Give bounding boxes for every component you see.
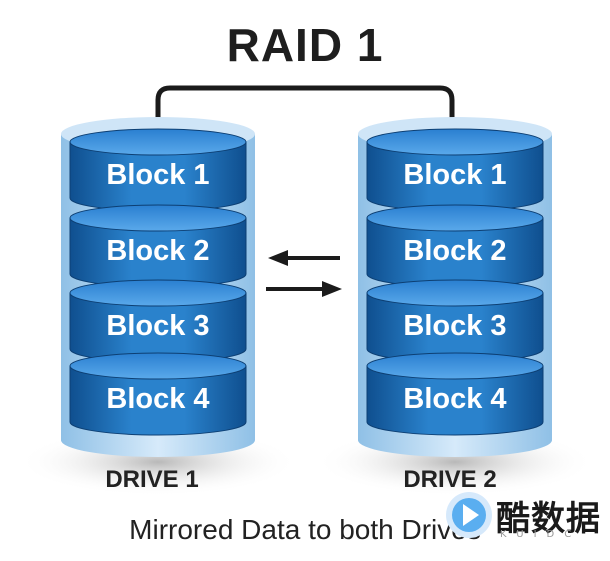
- block-segment: Block 3: [366, 279, 544, 363]
- block-segment: Block 1: [69, 128, 247, 212]
- raid-connector-line: [155, 85, 455, 143]
- block-segment: Block 4: [69, 352, 247, 436]
- page-title: RAID 1: [226, 19, 384, 71]
- block-label: Block 3: [403, 310, 506, 342]
- block-segment: Block 3: [69, 279, 247, 363]
- block-label: Block 1: [106, 159, 209, 191]
- block-label: Block 2: [403, 235, 506, 267]
- block-segment: Block 1: [366, 128, 544, 212]
- block-segment: Block 2: [69, 204, 247, 288]
- block-label: Block 2: [106, 235, 209, 267]
- watermark-logo-icon: [446, 492, 492, 538]
- block-label: Block 4: [403, 383, 506, 415]
- drive-1-cylinder: Block 1 Block 2 Block 3 Block 4: [61, 117, 255, 457]
- block-segment: Block 4: [366, 352, 544, 436]
- block-label: Block 4: [106, 383, 209, 415]
- watermark: 酷数据 KUIDC: [444, 488, 604, 548]
- drive-2-cylinder: Block 1 Block 2 Block 3 Block 4: [358, 117, 552, 457]
- drive-1-label: DRIVE 1: [105, 466, 199, 493]
- watermark-subtext: KUIDC: [500, 529, 582, 540]
- drive-2-label: DRIVE 2: [403, 466, 497, 493]
- block-segment: Block 2: [366, 204, 544, 288]
- block-label: Block 1: [403, 159, 506, 191]
- block-label: Block 3: [106, 310, 209, 342]
- mirror-arrows-icon: [266, 250, 342, 297]
- watermark-text: 酷数据: [496, 499, 601, 539]
- diagram-caption: Mirrored Data to both Drives: [129, 514, 481, 545]
